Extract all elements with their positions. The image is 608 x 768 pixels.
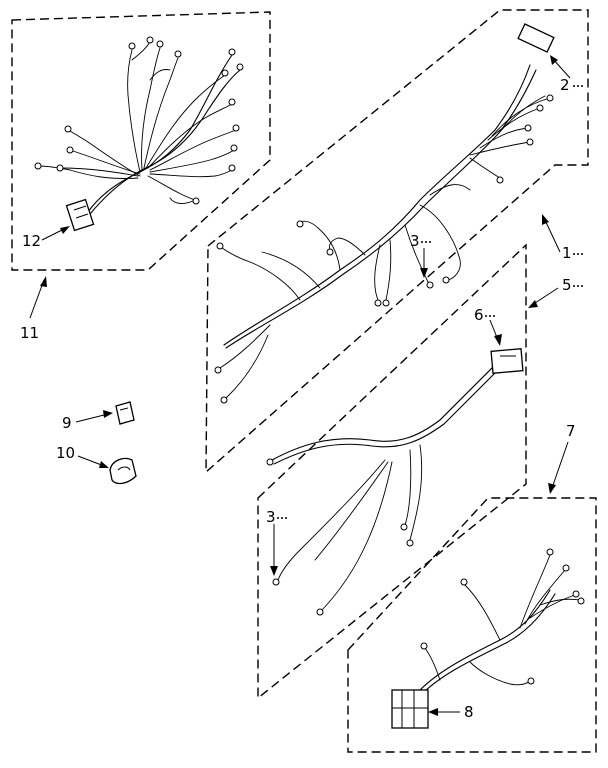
callout-12: 12 xyxy=(22,232,41,250)
frame-harness-1 xyxy=(205,9,589,474)
callout-8: 8 xyxy=(464,703,474,721)
harness-11-bundle xyxy=(37,41,241,215)
clip-part-9 xyxy=(115,401,135,425)
callout-11: 11 xyxy=(20,324,39,342)
callout-labels: 12 11 2 1 3 5 6 3 7 8 9 10 xyxy=(20,76,576,721)
callout-dots xyxy=(277,85,583,519)
harness-11-connector xyxy=(65,198,95,232)
harness-7-connector xyxy=(391,689,429,729)
harness-1-bundle xyxy=(219,64,551,399)
harness-1-connector xyxy=(517,23,555,53)
callout-1: 1 xyxy=(562,244,572,262)
harness-5-connector xyxy=(490,348,524,374)
callout-9: 9 xyxy=(62,414,72,432)
frame-harness-5 xyxy=(257,243,527,700)
harness-11-terminals xyxy=(34,36,244,205)
harness-5-bundle xyxy=(271,359,505,611)
frame-harness-11 xyxy=(11,11,271,271)
frame-harness-7 xyxy=(347,497,597,753)
callout-7: 7 xyxy=(566,422,576,440)
harness-5-terminals xyxy=(266,458,414,616)
leader-lines xyxy=(29,55,571,716)
callout-6: 6 xyxy=(474,306,484,324)
callout-3-upper: 3 xyxy=(410,232,420,250)
harness-7-terminals xyxy=(420,548,585,685)
harness-1-terminals xyxy=(214,94,554,404)
callout-3-lower: 3 xyxy=(266,508,276,526)
harness-7-bundle xyxy=(419,554,581,695)
callout-5: 5 xyxy=(562,276,572,294)
clip-part-10 xyxy=(109,457,137,485)
callout-2: 2 xyxy=(560,76,570,94)
callout-10: 10 xyxy=(56,444,75,462)
